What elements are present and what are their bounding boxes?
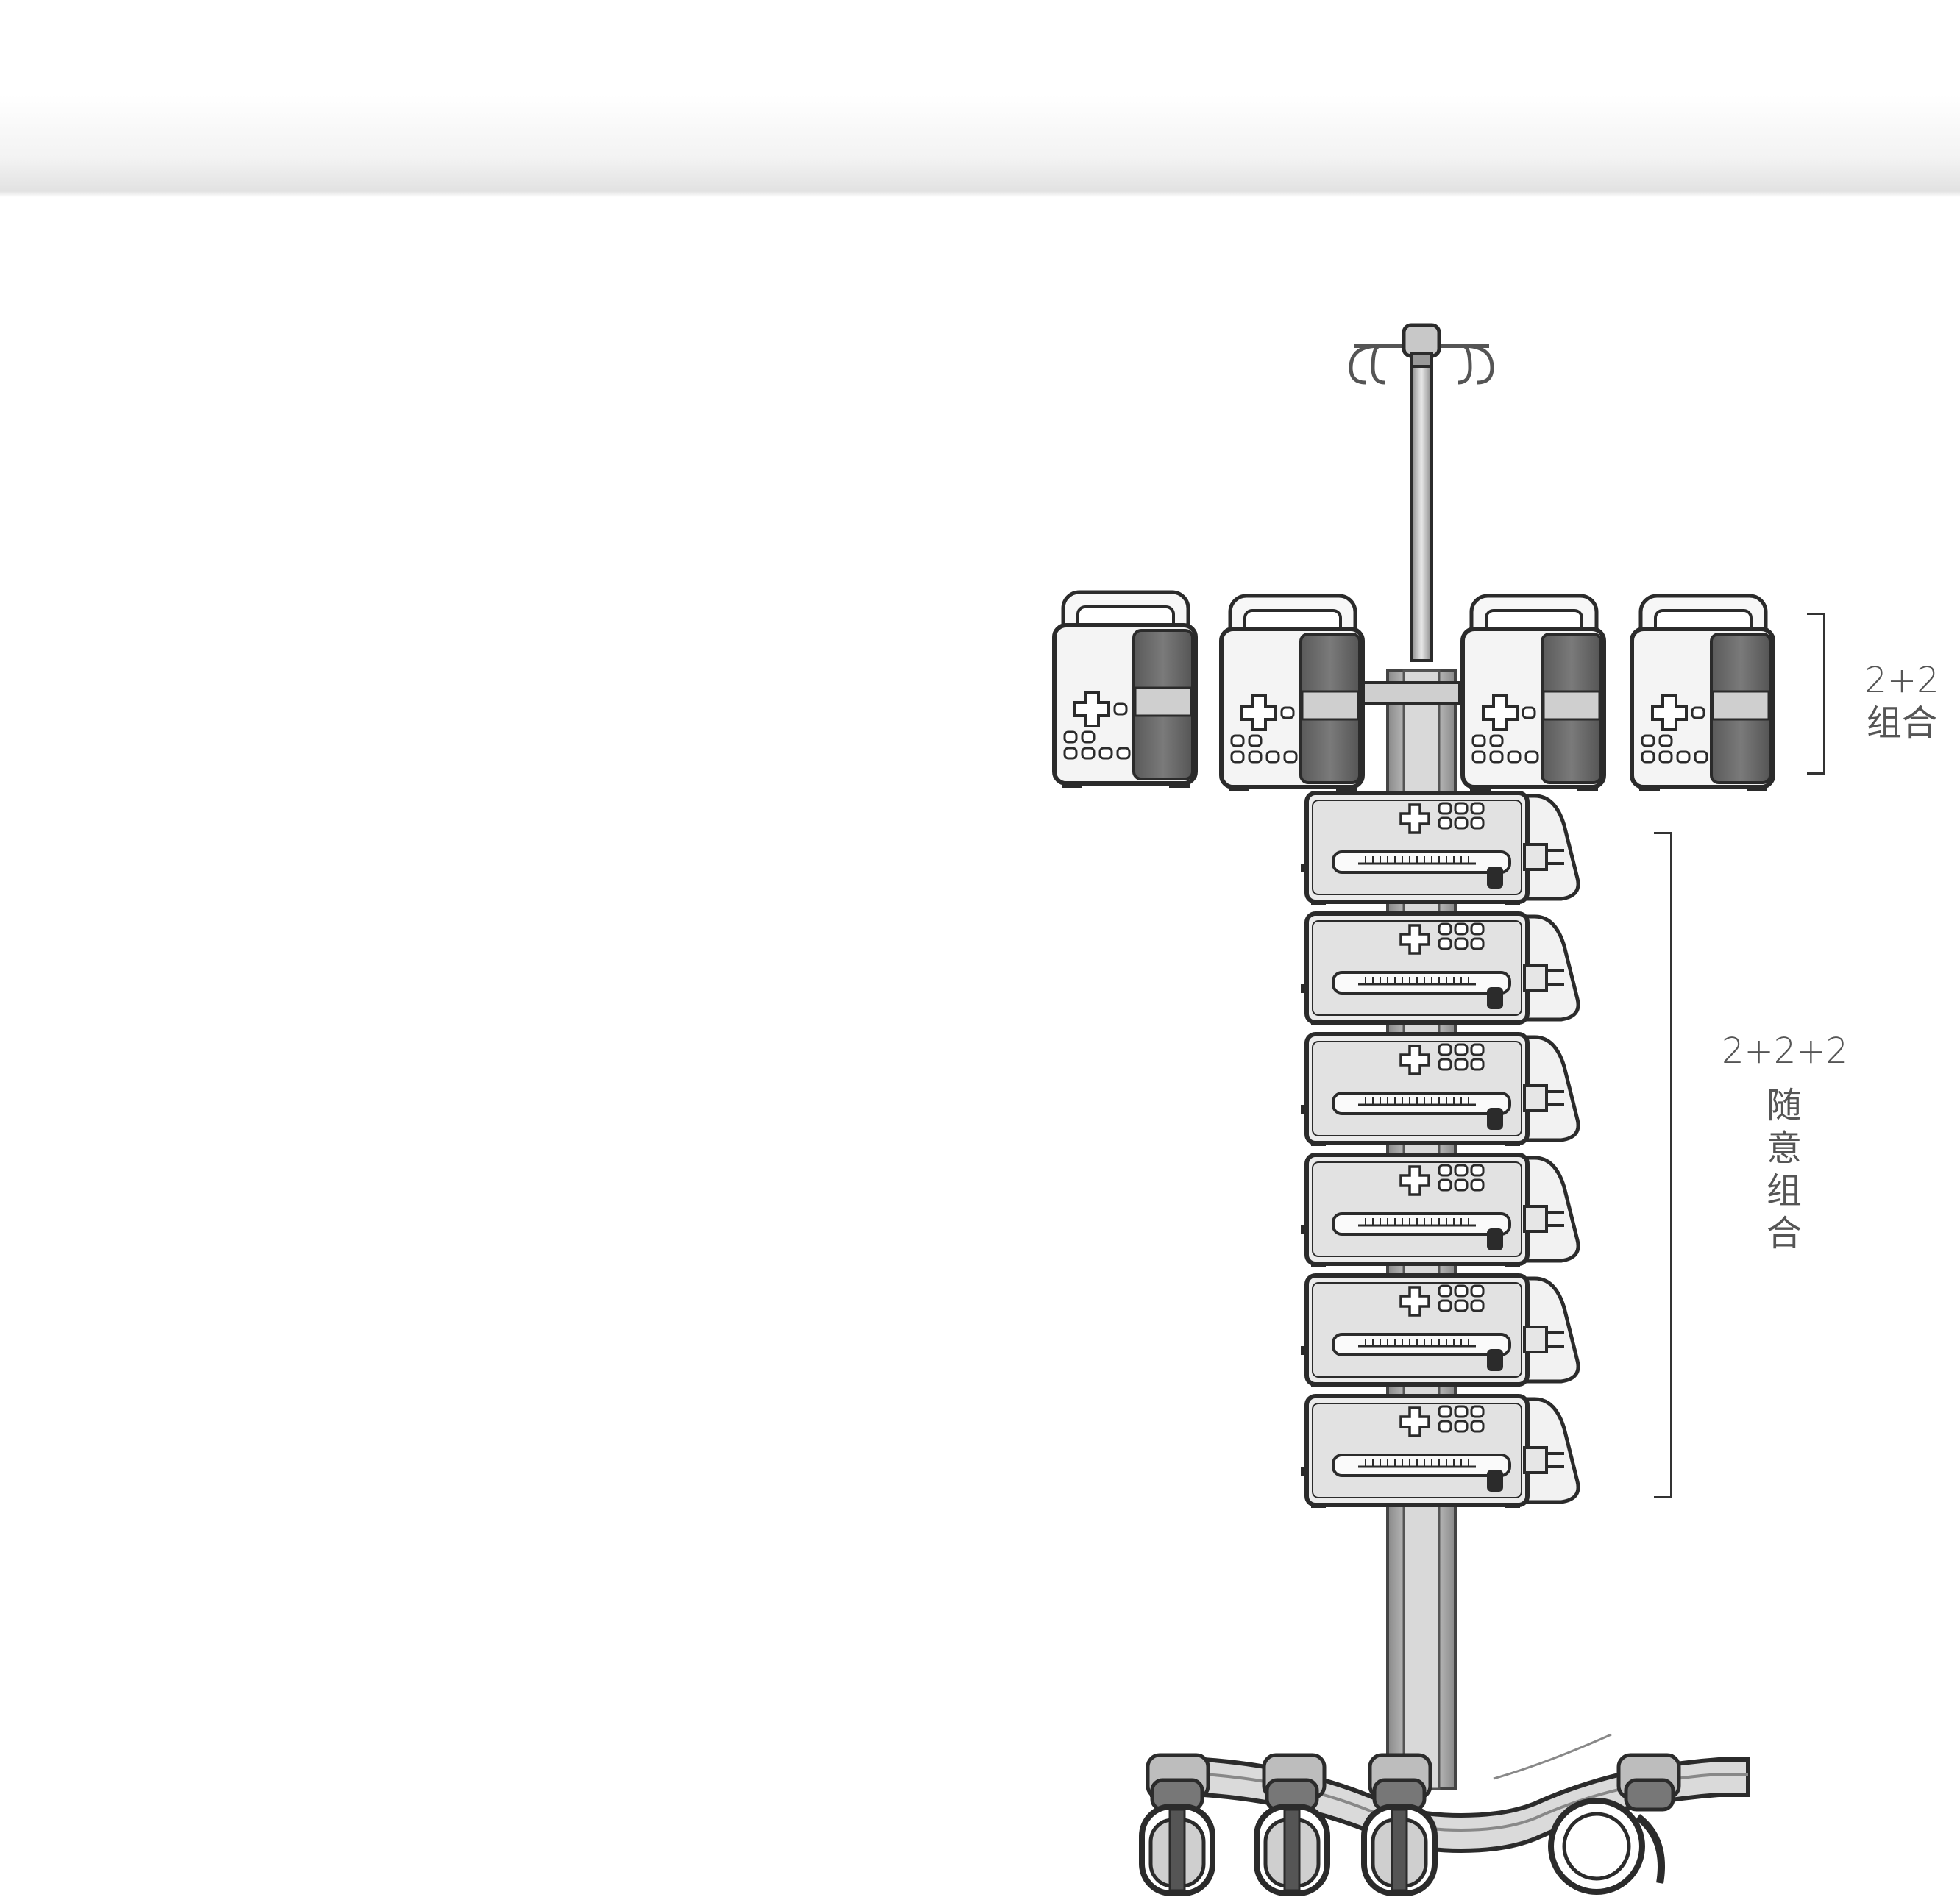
syringe-pump-4 <box>1301 1155 1578 1267</box>
top-group-bracket <box>1807 613 1825 775</box>
large-volume-pump-4 <box>1632 596 1773 791</box>
stack-group-caption-char-3: 组 <box>1766 1170 1802 1211</box>
upper-pole <box>1410 365 1433 662</box>
stack-group-caption-char-2: 意 <box>1766 1128 1802 1169</box>
stack-group-caption: 2+2+2 随 意 组 合 <box>1722 1030 1849 1255</box>
syringe-pump-5 <box>1301 1275 1578 1387</box>
syringe-pump-1 <box>1301 793 1578 905</box>
top-gradient-band <box>0 0 1960 197</box>
large-volume-pump-3 <box>1463 596 1604 791</box>
top-group-caption-line1: 2+2 <box>1864 660 1939 701</box>
large-volume-pump-2 <box>1221 596 1363 791</box>
stack-group-caption-line1: 2+2+2 <box>1722 1031 1849 1072</box>
syringe-pump-3 <box>1301 1034 1578 1146</box>
stack-group-bracket <box>1654 832 1672 1498</box>
stack-group-caption-char-4: 合 <box>1766 1213 1802 1254</box>
stack-group-caption-char-1: 随 <box>1766 1085 1802 1126</box>
syringe-pump-6 <box>1301 1396 1578 1508</box>
large-volume-pump-1 <box>1054 592 1196 788</box>
wheeled-base <box>1142 1733 1750 1893</box>
top-group-caption-line2: 组合 <box>1866 702 1937 744</box>
syringe-pump-2 <box>1301 914 1578 1025</box>
top-group-caption: 2+2 组合 <box>1861 659 1942 744</box>
